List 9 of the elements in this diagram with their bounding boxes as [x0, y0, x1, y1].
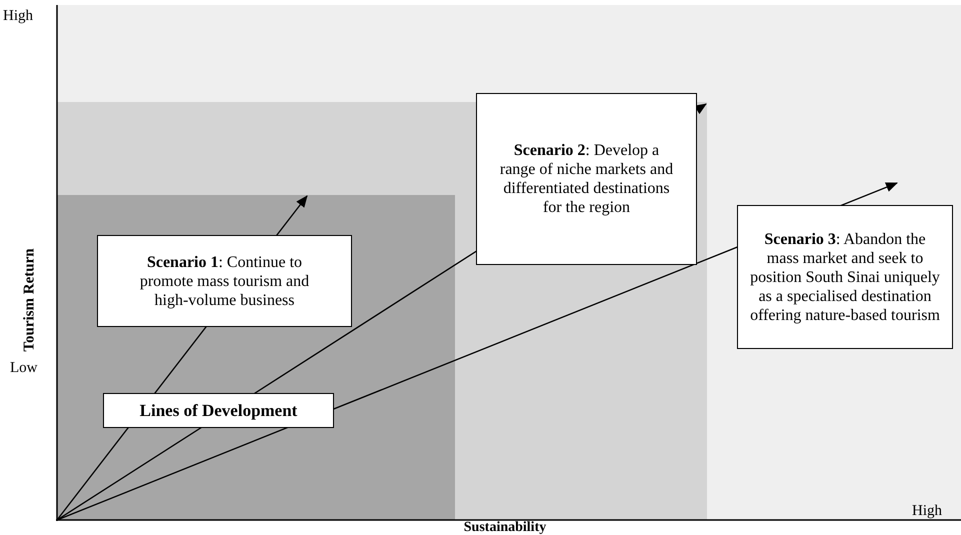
scenario-box: Scenario 3: Abandon the mass market and seek to position South Sinai uniquely as a specialised destination offering nature-based tourism: [737, 205, 953, 349]
axis-title: Tourism Return: [22, 248, 38, 352]
axis-title: Sustainability: [464, 520, 546, 535]
scenario-box: Scenario 1: Continue to promote mass tourism and high-volume business: [97, 235, 352, 327]
axis-label: High: [3, 8, 33, 25]
title-box: Lines of Development: [103, 393, 334, 428]
axis-label: Low: [10, 360, 38, 377]
axis-label: High: [912, 503, 942, 520]
scenario-box: Scenario 2: Develop a range of niche markets and differentiated destinations for the region: [476, 93, 697, 265]
